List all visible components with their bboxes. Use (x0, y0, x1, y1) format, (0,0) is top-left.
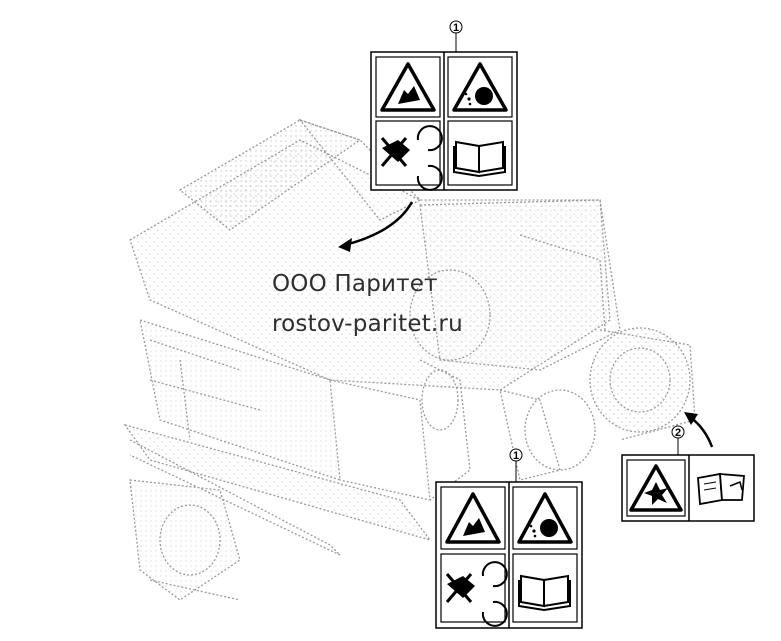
no-reach-rotating-icon (440, 553, 508, 627)
watermark-website: rostov-paritet.ru (272, 311, 463, 337)
flying-debris-warning-icon (447, 56, 513, 118)
decal-group-bottom: 1 (435, 448, 583, 629)
no-reach-rotating-icon (375, 120, 443, 191)
watermark-company: ООО Паритет (272, 271, 438, 297)
hand-crush-warning-icon (440, 486, 506, 550)
decal-group-top: 1 (338, 20, 518, 252)
flying-debris-warning-icon (512, 486, 578, 550)
machine-illustration (123, 118, 696, 601)
read-manual-icon (447, 120, 513, 186)
hand-crush-warning-icon (375, 56, 441, 118)
callout-number-top: 1 (453, 22, 459, 34)
read-manual-icon (512, 553, 578, 623)
decal-group-right: 2 (621, 412, 755, 522)
explosion-warning-icon (626, 459, 686, 517)
callout-number-bottom: 1 (513, 450, 519, 462)
operator-manual-icon (697, 472, 745, 506)
callout-number-right: 2 (675, 427, 681, 439)
